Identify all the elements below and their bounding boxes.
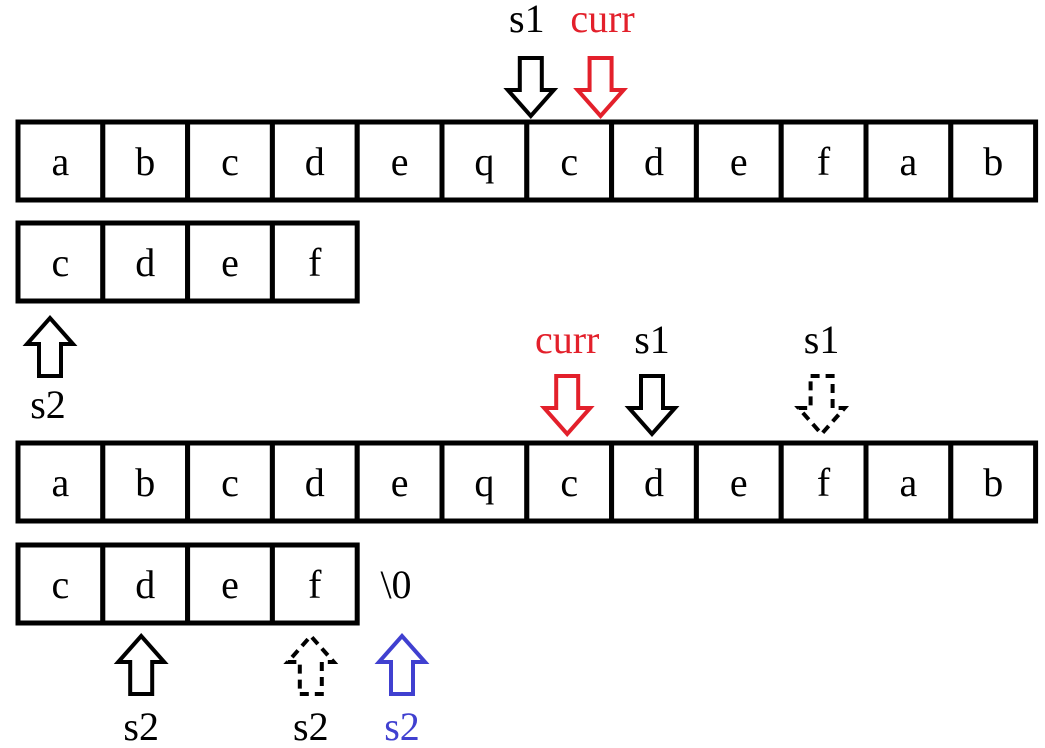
down-arrow-icon (573, 56, 629, 120)
curr-pointer: curr (570, 0, 635, 120)
char-label: a (900, 460, 918, 505)
null-terminator-label: \0 (380, 562, 411, 607)
char-label: c (221, 460, 239, 505)
char-cell (354, 440, 445, 524)
after-panel: a b c d e q c d e f a b c d e f \0 (15, 440, 1039, 626)
char-cell (269, 542, 360, 626)
char-cell (269, 440, 360, 524)
char-label: c (221, 139, 239, 184)
char-cell (185, 440, 275, 524)
char-label: f (308, 240, 322, 285)
char-label: e (730, 139, 748, 184)
char-label: d (135, 240, 155, 285)
down-arrow-icon (624, 374, 680, 438)
char-cell (100, 119, 191, 203)
char-cell (15, 119, 106, 203)
char-label: b (983, 139, 1003, 184)
before-panel: a b c d e q c d e f a b c d e f (15, 119, 1039, 304)
char-cell (269, 220, 360, 304)
char-cell (609, 119, 699, 203)
s2-pointer: s2 (374, 632, 430, 748)
s1-pointer: s1 (503, 0, 559, 120)
char-cell (524, 440, 615, 524)
char-label: d (135, 562, 155, 607)
pattern-row: c d e f (15, 220, 360, 304)
char-cell (693, 440, 784, 524)
char-label: d (644, 139, 664, 184)
s1-label: s1 (509, 0, 545, 41)
s2-pointer: s2 (22, 314, 78, 427)
char-label: d (644, 460, 664, 505)
char-label: q (474, 460, 494, 505)
char-cell (948, 440, 1039, 524)
down-arrow-icon (503, 56, 559, 120)
char-label: e (391, 139, 409, 184)
s2-label: s2 (384, 704, 420, 748)
up-arrow-icon (22, 314, 78, 378)
char-cell (185, 542, 275, 626)
char-label: c (52, 562, 70, 607)
char-label: d (305, 139, 325, 184)
char-label: f (817, 460, 831, 505)
char-cell (863, 440, 954, 524)
up-arrow-icon (283, 632, 339, 696)
char-label: b (135, 139, 155, 184)
s1-pointer: s1 (624, 317, 680, 438)
curr-label: curr (535, 317, 599, 362)
char-label: f (308, 562, 322, 607)
char-label: e (391, 460, 409, 505)
char-label: e (221, 562, 239, 607)
char-label: a (52, 139, 70, 184)
char-cell (948, 119, 1039, 203)
char-cell (185, 119, 275, 203)
char-label: c (560, 139, 578, 184)
s2-pointer: s2 (283, 632, 339, 748)
char-cell (778, 119, 869, 203)
curr-pointer: curr (535, 317, 599, 438)
char-label: e (730, 460, 748, 505)
s1-label: s1 (634, 317, 670, 362)
char-cell (15, 440, 106, 524)
char-label: q (474, 139, 494, 184)
up-arrow-icon (113, 632, 169, 696)
s2-label: s2 (123, 704, 159, 748)
char-label: a (900, 139, 918, 184)
char-label: c (560, 460, 578, 505)
pointers-layer: s1 curr s2 curr s1 s1 s2 s2 s2 (22, 0, 850, 748)
char-label: c (52, 240, 70, 285)
s1-label: s1 (804, 317, 840, 362)
char-label: b (983, 460, 1003, 505)
char-label: f (817, 139, 831, 184)
char-cell (693, 119, 784, 203)
char-label: b (135, 460, 155, 505)
char-label: e (221, 240, 239, 285)
down-arrow-icon (794, 374, 850, 438)
char-cell (354, 119, 445, 203)
curr-label: curr (570, 0, 634, 41)
s2-label: s2 (293, 704, 329, 748)
char-label: d (305, 460, 325, 505)
pattern-row: c d e f (15, 542, 360, 626)
s2-label: s2 (30, 382, 66, 427)
down-arrow-icon (539, 374, 595, 438)
s1-pointer: s1 (794, 317, 850, 438)
char-label: a (52, 460, 70, 505)
s2-pointer: s2 (113, 632, 169, 748)
up-arrow-icon (374, 632, 430, 696)
